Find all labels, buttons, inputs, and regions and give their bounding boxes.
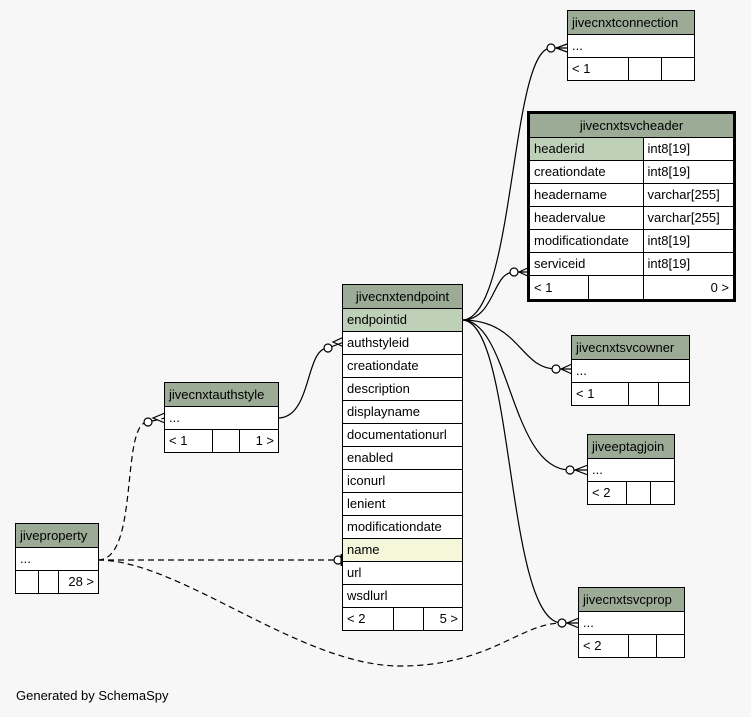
table-jivecnxtconnection[interactable]: jivecnxtconnection ... < 1 — [567, 10, 695, 81]
edge-endpoint-eptagjoin — [461, 319, 588, 471]
children-count — [657, 381, 689, 405]
edge-endpoint-connection — [461, 47, 570, 321]
column-name[interactable]: wsdlurl — [343, 583, 463, 608]
children-count — [660, 56, 694, 80]
parents-count — [16, 569, 39, 593]
svcowner-optional-marker — [551, 364, 561, 374]
column-type: int8[19] — [642, 136, 733, 161]
column-name[interactable]: creationdate — [530, 159, 644, 184]
column-name[interactable]: documentationurl — [343, 422, 463, 447]
parents-count: < 2 — [579, 633, 629, 657]
edge-property-authstyle — [97, 417, 166, 561]
children-count: 5 > — [422, 606, 463, 630]
column-name[interactable]: headername — [530, 182, 644, 207]
table-title[interactable]: jivecnxtsvcowner — [572, 336, 689, 360]
table-row[interactable]: ... — [16, 546, 99, 571]
table-jivecnxtsvcprop[interactable]: jivecnxtsvcprop ... < 2 — [578, 587, 685, 658]
table-jivecnxtendpoint[interactable]: jivecnxtendpoint endpointid authstyleid … — [342, 284, 463, 631]
stat-cell — [625, 480, 651, 504]
svcprop-crowfoot — [565, 617, 580, 629]
edge-property-svcprop — [97, 559, 563, 667]
column-name[interactable]: headervalue — [530, 205, 644, 230]
connection-crowfoot — [554, 42, 571, 54]
endpoint-optional-marker — [323, 343, 333, 353]
children-count: 28 > — [57, 569, 99, 593]
parents-count: < 1 — [572, 381, 629, 405]
svcowner-crowfoot — [559, 363, 573, 375]
stats-left: < 1 — [530, 274, 644, 299]
table-title[interactable]: jivecnxtsvcprop — [579, 588, 685, 612]
svcprop-optional-marker — [557, 618, 567, 628]
stat-cell — [627, 633, 657, 657]
eptagjoin-optional-marker — [565, 465, 575, 475]
column-name[interactable]: displayname — [343, 399, 463, 424]
stat-cell — [211, 428, 240, 452]
table-row[interactable]: ... — [572, 358, 689, 383]
stat-cell — [628, 56, 662, 80]
table-row[interactable]: ... — [588, 457, 675, 482]
column-name[interactable]: modificationdate — [530, 228, 644, 253]
column-name[interactable]: description — [343, 376, 463, 401]
stat-cell — [392, 606, 424, 630]
parents-count: < 1 — [165, 428, 213, 452]
column-name[interactable]: modificationdate — [343, 514, 463, 539]
table-title[interactable]: jivecnxtendpoint — [343, 285, 463, 309]
column-name[interactable]: headerid — [530, 136, 644, 161]
stat-cell — [37, 569, 59, 593]
column-name[interactable]: iconurl — [343, 468, 463, 493]
stat-cell — [588, 276, 642, 299]
column-name[interactable]: creationdate — [343, 353, 463, 378]
edge-authstyle-endpoint — [277, 341, 345, 419]
parents-count: < 2 — [588, 480, 627, 504]
column-name[interactable]: url — [343, 560, 463, 585]
column-name[interactable]: authstyleid — [343, 330, 463, 355]
svcheader-optional-marker — [509, 267, 519, 277]
table-row[interactable]: ... — [579, 610, 685, 635]
children-count — [655, 633, 685, 657]
authstyle-optional-marker — [143, 417, 153, 427]
column-name[interactable]: lenient — [343, 491, 463, 516]
table-title[interactable]: jivecnxtauthstyle — [165, 383, 279, 407]
column-name[interactable]: name — [343, 537, 463, 562]
endpoint-crowfoot — [331, 336, 345, 348]
children-count: 0 > — [642, 274, 733, 299]
column-type: varchar[255] — [642, 205, 733, 230]
table-jivecnxtsvcowner[interactable]: jivecnxtsvcowner ... < 1 — [571, 335, 690, 406]
column-name[interactable]: serviceid — [530, 251, 644, 276]
table-title[interactable]: jiveeptagjoin — [588, 435, 675, 459]
eptagjoin-crowfoot — [573, 464, 589, 476]
parents-count: < 2 — [343, 606, 394, 630]
parents-count: < 1 — [530, 275, 589, 299]
column-type: int8[19] — [642, 159, 733, 184]
table-jiveeptagjoin[interactable]: jiveeptagjoin ... < 2 — [587, 434, 675, 505]
table-row[interactable]: ... — [568, 33, 694, 58]
stat-cell — [627, 381, 659, 405]
connection-optional-marker — [546, 43, 556, 53]
edge-endpoint-svcprop — [461, 319, 579, 624]
table-jivecnxtauthstyle[interactable]: jivecnxtauthstyle ... < 1 1 > — [164, 382, 279, 453]
edge-endpoint-svcheader — [461, 271, 530, 321]
column-type: int8[19] — [642, 228, 733, 253]
children-count — [649, 480, 675, 504]
table-row[interactable]: ... — [165, 405, 279, 430]
column-name[interactable]: enabled — [343, 445, 463, 470]
svcheader-crowfoot — [517, 266, 531, 278]
column-name[interactable]: endpointid — [343, 307, 463, 332]
table-title[interactable]: jivecnxtsvcheader — [530, 114, 733, 138]
parents-count: < 1 — [568, 56, 630, 80]
authstyle-crowfoot — [151, 412, 166, 424]
column-type: int8[19] — [642, 251, 733, 276]
table-title[interactable]: jivecnxtconnection — [568, 11, 694, 35]
table-jiveproperty[interactable]: jiveproperty ... 28 > — [15, 523, 99, 594]
column-type: varchar[255] — [642, 182, 733, 207]
generated-by-label: Generated by SchemaSpy — [16, 688, 169, 703]
children-count: 1 > — [238, 428, 279, 452]
table-title[interactable]: jiveproperty — [16, 524, 99, 548]
